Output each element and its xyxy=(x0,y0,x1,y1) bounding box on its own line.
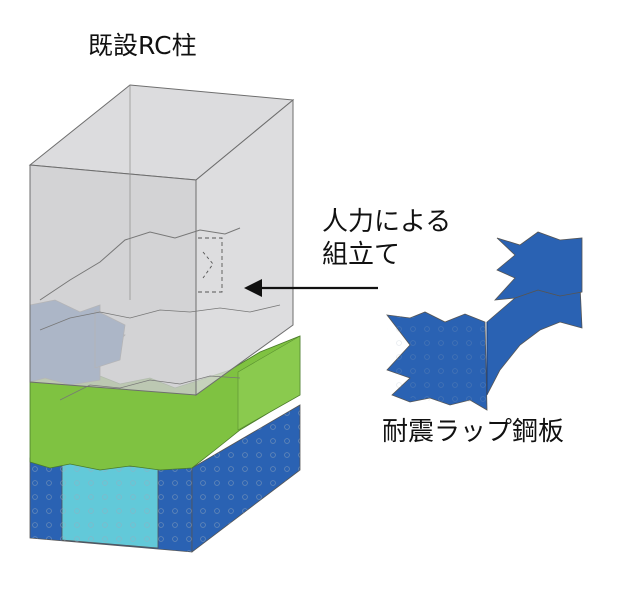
manual-assembly-label-line2: 組立て xyxy=(322,239,401,270)
manual-assembly-label: 人力による 組立て xyxy=(322,206,451,271)
seismic-wrap-steel-plate-label: 耐震ラップ鋼板 xyxy=(382,417,565,447)
assembly-arrow xyxy=(244,279,378,297)
existing-rc-column-label: 既設RC柱 xyxy=(88,31,197,60)
seismic-wrap-steel-plate xyxy=(386,231,583,411)
bottom-steel-band xyxy=(29,404,301,553)
rc-column xyxy=(28,84,295,401)
manual-assembly-label-line1: 人力による xyxy=(322,207,452,237)
